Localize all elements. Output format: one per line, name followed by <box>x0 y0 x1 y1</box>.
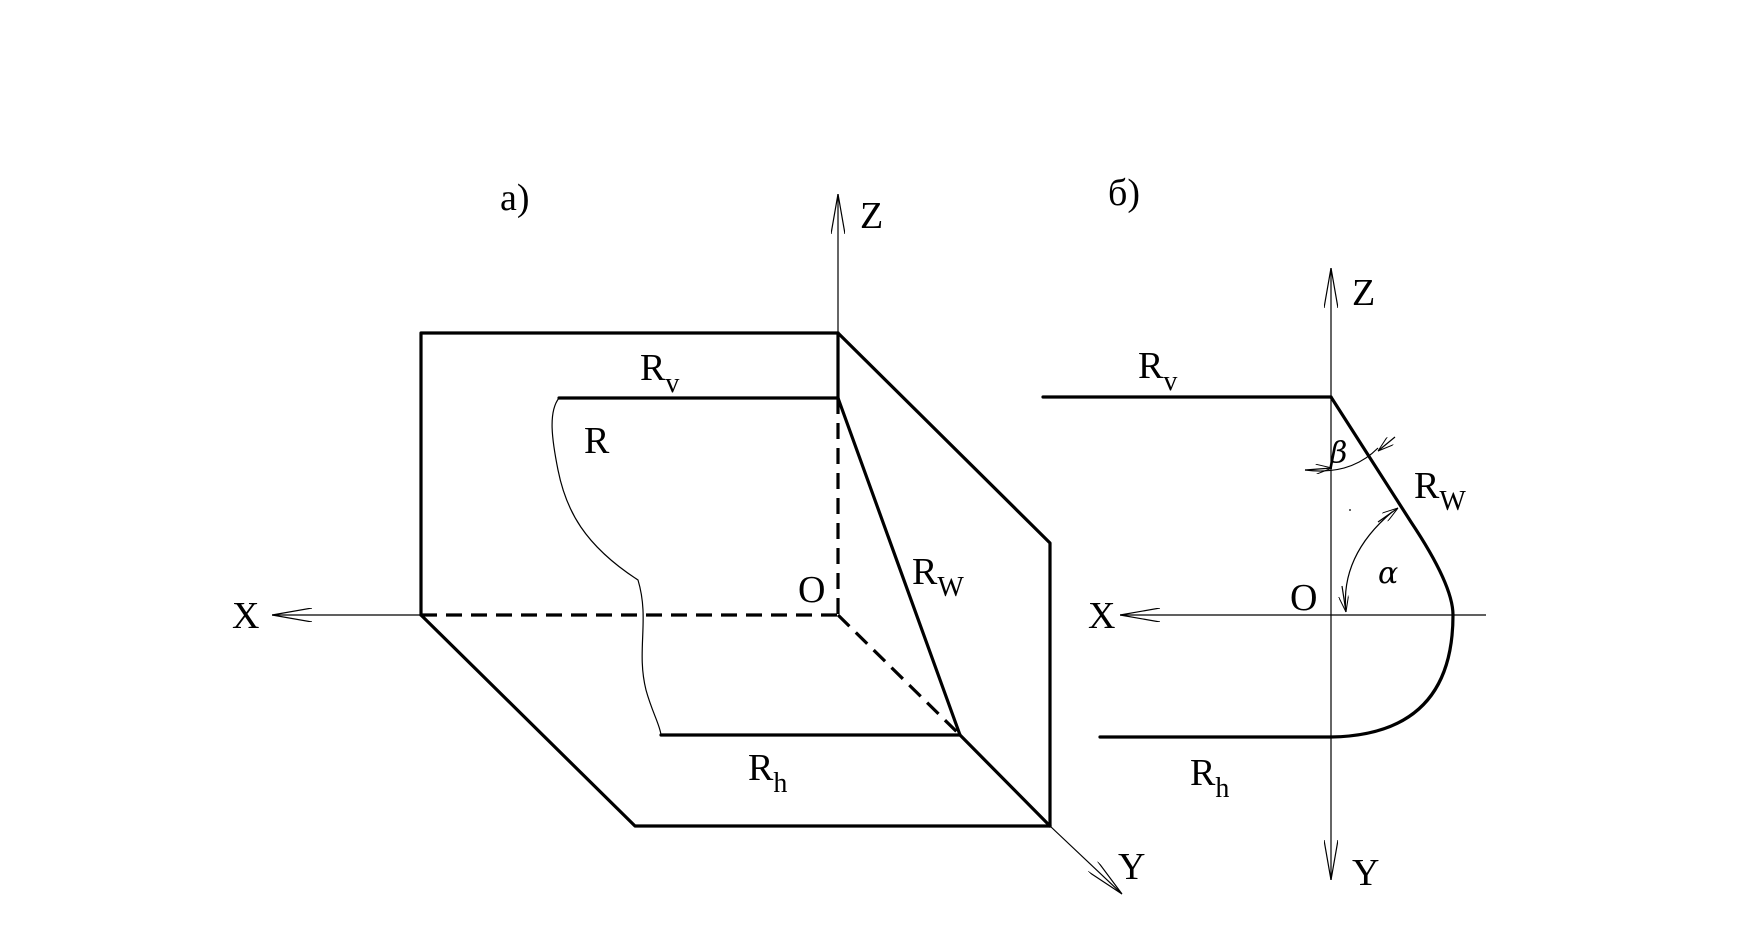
panel-a-vertical-plane-edge <box>419 331 840 617</box>
panel-a-w-trace <box>836 396 962 737</box>
panel-a-break-line <box>551 397 662 736</box>
panel-a: а) Z X Y Rv R O RW Rh <box>232 177 1145 894</box>
panel-b-alpha-arrow-top <box>1377 508 1398 523</box>
panel-a-profile-plane-edge <box>836 331 1052 828</box>
panel-b-beta-arrow-left <box>1304 468 1332 470</box>
panel-b-beta-arc <box>1304 447 1379 472</box>
panel-a-horizontal-plane-edge <box>419 613 1052 828</box>
panel-a-hidden-y <box>836 613 962 737</box>
panel-a-r-label: R <box>584 420 610 462</box>
panel-b-rh-label: Rh <box>1190 752 1229 804</box>
panel-b-alpha-label: α <box>1378 556 1398 591</box>
panel-b-y-label: Y <box>1352 852 1379 894</box>
panel-b-x-label: X <box>1088 595 1115 637</box>
panel-b-rv-label: Rv <box>1138 345 1177 397</box>
panel-b-alpha-arrow-bottom <box>1342 585 1346 612</box>
panel-b-w-trace <box>1329 395 1455 739</box>
panel-a-rv-label: Rv <box>640 347 679 399</box>
panel-a-y-label: Y <box>1118 846 1145 888</box>
panel-a-z-label: Z <box>860 195 883 237</box>
panel-b-beta-arrow-right <box>1378 436 1396 451</box>
panel-b: б) Z Y X Rv β RW α O Rh <box>1041 172 1486 894</box>
panel-b-origin-label: O <box>1290 577 1317 619</box>
panel-b-beta-label: β <box>1329 436 1347 471</box>
panel-a-origin-label: O <box>798 569 825 611</box>
panel-b-caption: б) <box>1108 172 1140 214</box>
panel-a-x-label: X <box>232 595 259 637</box>
panel-b-z-label: Z <box>1352 272 1375 314</box>
panel-a-y-axis <box>1049 825 1122 894</box>
panel-a-rh-label: Rh <box>748 747 787 799</box>
panel-a-caption: а) <box>500 177 530 219</box>
panel-a-h-diagonal <box>958 733 1052 828</box>
panel-b-rw-label: RW <box>1414 465 1466 517</box>
panel-a-rw-label: RW <box>912 551 964 603</box>
